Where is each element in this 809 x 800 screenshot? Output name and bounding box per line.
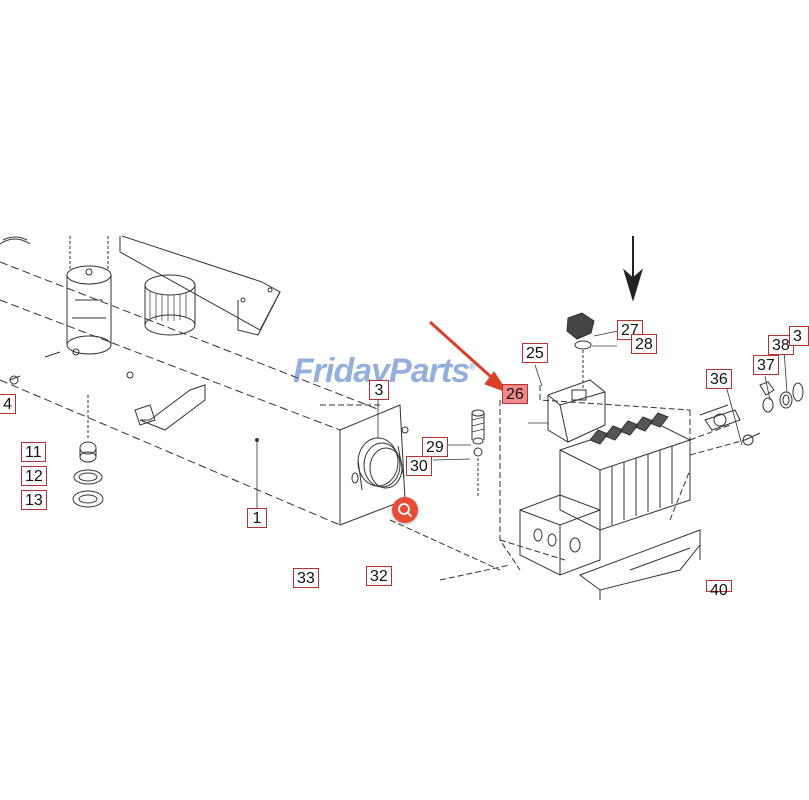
watermark-mark: ® xyxy=(469,361,476,372)
callout-25[interactable]: 25 xyxy=(522,343,548,363)
zoom-button[interactable] xyxy=(392,497,418,523)
callout-11[interactable]: 11 xyxy=(21,442,46,462)
pointer-arrow-icon xyxy=(428,320,509,393)
callout-3[interactable]: 3 xyxy=(369,380,389,400)
callout-4[interactable]: 4 xyxy=(0,394,16,414)
callout-33[interactable]: 33 xyxy=(293,568,319,588)
callout-39[interactable]: 3 xyxy=(789,326,809,346)
down-arrow-icon xyxy=(623,236,643,302)
callout-29[interactable]: 29 xyxy=(422,437,448,457)
callout-13[interactable]: 13 xyxy=(21,490,47,510)
callout-28[interactable]: 28 xyxy=(631,334,657,354)
watermark-part2: Parts xyxy=(389,352,470,390)
end-cap xyxy=(357,400,409,491)
valve-manifold xyxy=(389,379,701,600)
callout-1[interactable]: 1 xyxy=(247,508,267,528)
magnifier-icon xyxy=(398,503,412,517)
cylinder-assembly xyxy=(0,235,281,355)
small-fittings xyxy=(0,395,104,508)
callout-26[interactable]: 26 xyxy=(502,384,528,404)
callout-32[interactable]: 32 xyxy=(366,566,392,586)
screw-29 xyxy=(471,409,485,498)
callout-40[interactable]: 40 xyxy=(706,580,732,599)
leader-lines xyxy=(432,330,788,461)
callout-36[interactable]: 36 xyxy=(706,369,732,389)
fittings-right xyxy=(689,381,804,456)
callout-30[interactable]: 30 xyxy=(406,456,432,476)
callout-37[interactable]: 37 xyxy=(753,355,779,375)
main-bar xyxy=(0,261,406,526)
silencer-27 xyxy=(566,312,595,390)
callout-12[interactable]: 12 xyxy=(21,466,47,486)
